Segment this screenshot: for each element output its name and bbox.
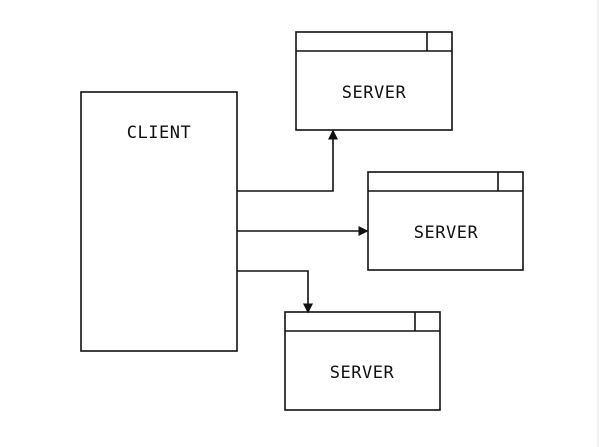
- server-node-middle: SERVER: [367, 171, 524, 271]
- server-label-top: SERVER: [342, 83, 407, 103]
- server-node-top: SERVER: [295, 31, 453, 131]
- right-edge-divider: [597, 0, 599, 447]
- server-box-middle: [367, 171, 524, 271]
- server-box-top: [295, 31, 453, 131]
- server-label-bottom: SERVER: [330, 363, 395, 383]
- server-node-bottom: SERVER: [284, 311, 441, 411]
- connector-to-top-server: [237, 129, 338, 192]
- client-node: CLIENT: [80, 91, 238, 352]
- server-label-middle: SERVER: [414, 223, 479, 243]
- connector-to-bottom-server: [237, 270, 313, 314]
- client-box: [80, 91, 238, 352]
- server-box-bottom: [284, 311, 441, 411]
- client-label: CLIENT: [127, 123, 191, 143]
